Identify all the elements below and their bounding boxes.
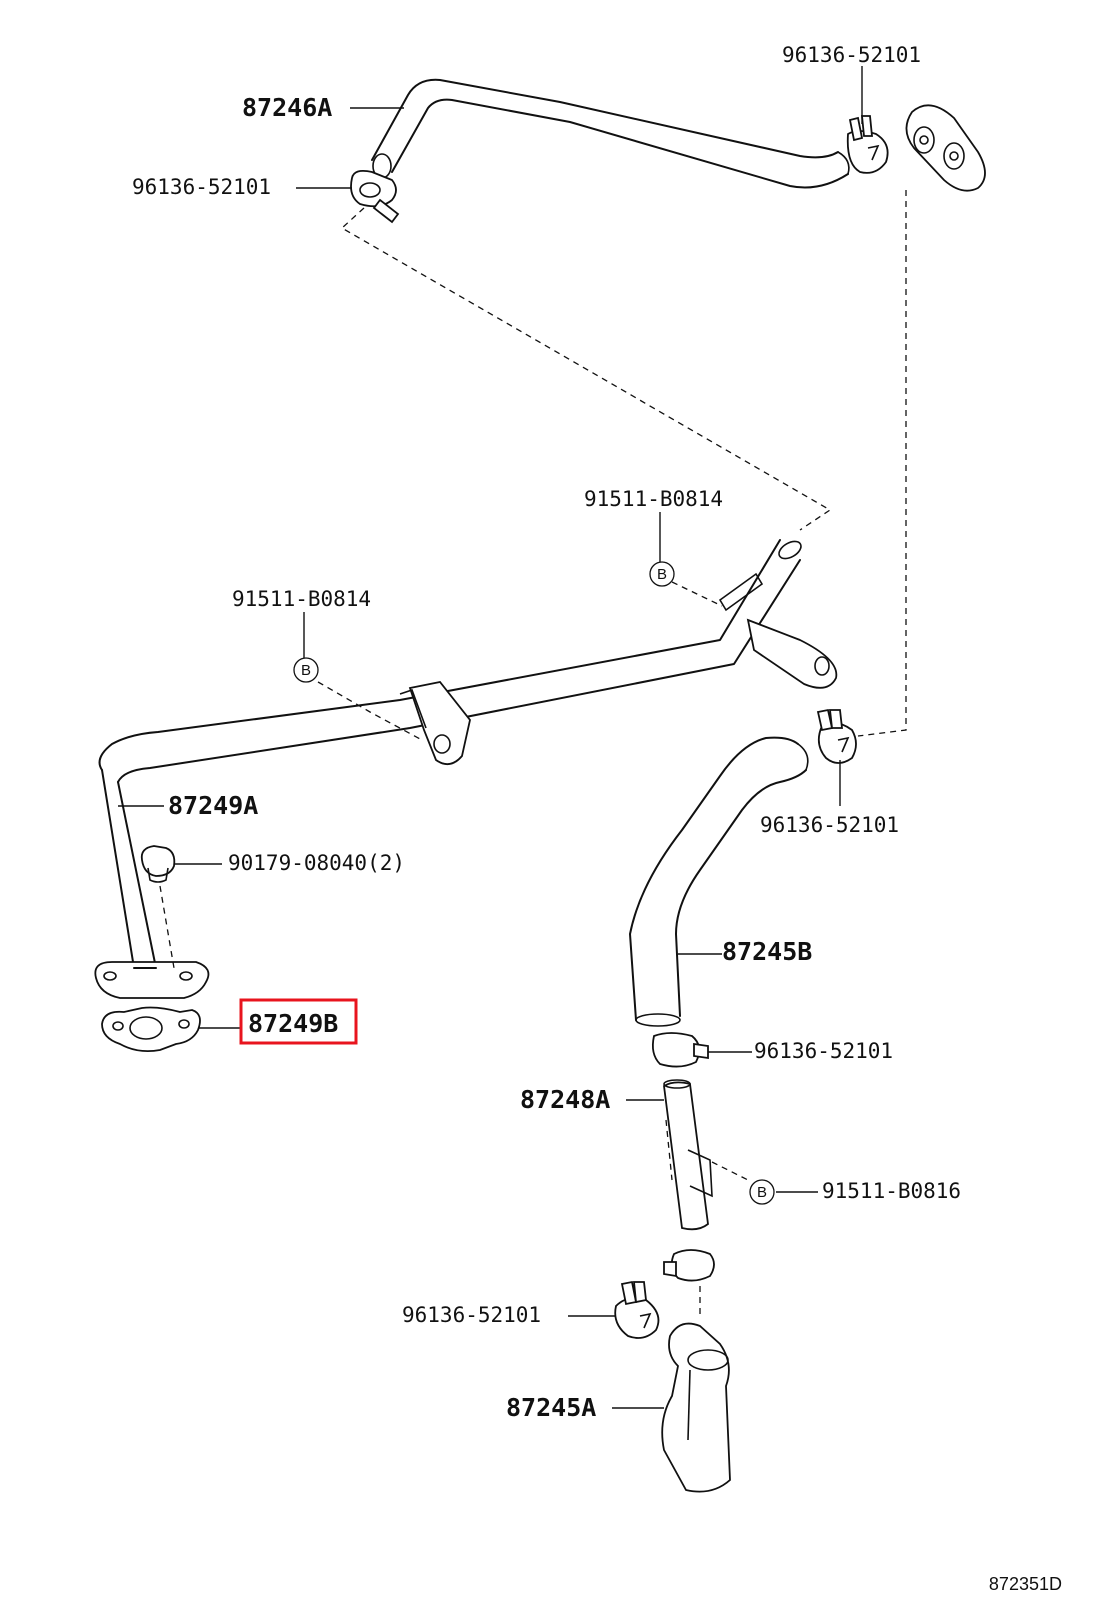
clamp-lower-right bbox=[651, 1032, 709, 1068]
label-clamp-mid-right[interactable]: 96136-52101 bbox=[760, 813, 899, 837]
guide-line-upper-left bbox=[340, 207, 832, 531]
hose-87246A bbox=[371, 78, 850, 189]
guide-line-b-left bbox=[317, 681, 423, 741]
label-clamp-bottom-left[interactable]: 96136-52101 bbox=[402, 1303, 541, 1327]
label-clamp-top-right[interactable]: 96136-52101 bbox=[782, 43, 921, 67]
bolt-90179 bbox=[140, 845, 176, 883]
leader-lines bbox=[118, 66, 863, 1409]
label-87245A[interactable]: 87245A bbox=[506, 1393, 596, 1422]
clamp-top-left bbox=[350, 169, 400, 224]
pipe-87249A bbox=[94, 539, 802, 999]
label-87248A[interactable]: 87248A bbox=[520, 1085, 610, 1114]
gasket-87249B bbox=[101, 1006, 201, 1053]
clamp-top-right bbox=[846, 115, 889, 174]
label-87249A[interactable]: 87249A bbox=[168, 791, 258, 820]
callout-b-upper: B bbox=[649, 561, 675, 587]
label-clamp-lower-right[interactable]: 96136-52101 bbox=[754, 1039, 893, 1063]
label-87249B[interactable]: 87249B bbox=[248, 1009, 338, 1038]
pipe-bracket-middle bbox=[399, 681, 471, 766]
label-bolt-b-lower[interactable]: 91511-B0816 bbox=[822, 1179, 961, 1203]
guide-line-b-upper bbox=[671, 581, 723, 607]
guide-line-bolt bbox=[159, 885, 175, 969]
pipe-87248A bbox=[663, 1079, 713, 1231]
figure-code: 872351D bbox=[989, 1574, 1062, 1594]
pipe-bracket-upper bbox=[718, 572, 838, 689]
clamp-bottom-left bbox=[614, 1280, 660, 1339]
label-clamp-top-left[interactable]: 96136-52101 bbox=[132, 175, 271, 199]
svg-text:B: B bbox=[757, 1184, 767, 1201]
hose-87245A bbox=[661, 1322, 731, 1493]
label-bolt-b-left[interactable]: 91511-B0814 bbox=[232, 587, 371, 611]
clamp-mid-right bbox=[816, 708, 857, 764]
hose-87245B bbox=[629, 736, 809, 1027]
clamp-lower-middle bbox=[663, 1249, 715, 1282]
label-bolt-90179[interactable]: 90179-08040(2) bbox=[228, 851, 405, 875]
grommet bbox=[905, 104, 986, 192]
label-bolt-b-upper[interactable]: 91511-B0814 bbox=[584, 487, 723, 511]
label-87245B[interactable]: 87245B bbox=[722, 937, 812, 966]
guide-line-right bbox=[857, 190, 907, 737]
label-87246A[interactable]: 87246A bbox=[242, 93, 332, 122]
guide-line-b-lower bbox=[711, 1161, 749, 1181]
callout-b-left: B bbox=[293, 657, 319, 683]
highlight-box bbox=[239, 998, 358, 1045]
svg-text:B: B bbox=[657, 566, 667, 583]
svg-text:B: B bbox=[301, 662, 311, 679]
callout-b-lower: B bbox=[749, 1179, 775, 1205]
